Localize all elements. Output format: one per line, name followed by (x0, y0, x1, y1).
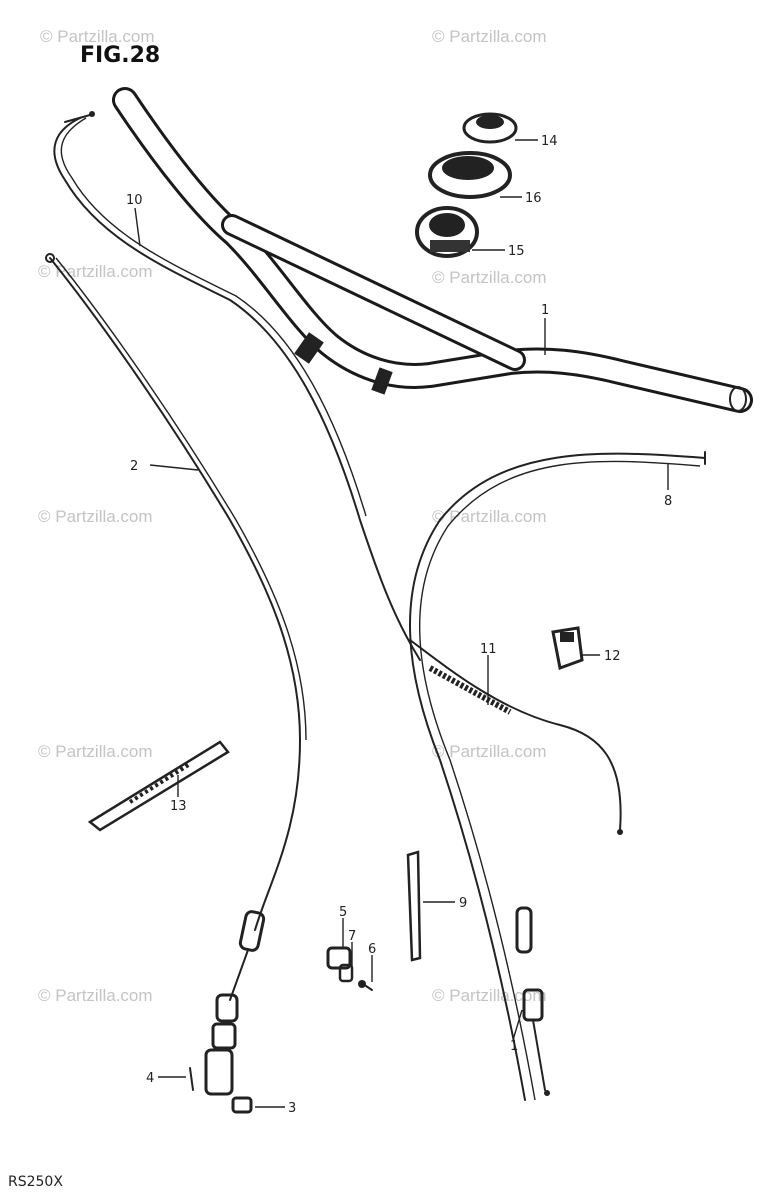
watermark: © Partzilla.com (38, 507, 153, 526)
bolt-and-pin (189, 1067, 253, 1114)
callout-6: 6 (368, 942, 376, 957)
leader-lines (134, 139, 669, 1108)
callout-2: 2 (130, 459, 138, 474)
model-code: RS250X (8, 1174, 63, 1190)
callout-10: 10 (126, 193, 143, 208)
throttle-housing (415, 112, 518, 258)
watermark: © Partzilla.com (38, 986, 153, 1005)
watermark: © Partzilla.com (40, 27, 155, 46)
callout-3: 3 (288, 1101, 296, 1116)
watermark: © Partzilla.com (38, 742, 153, 761)
oil-pump-cable (409, 639, 623, 835)
callout-12: 12 (604, 649, 621, 664)
handlebar (112, 87, 753, 413)
callout-13: 13 (170, 799, 187, 814)
figure-title: FIG.28 (80, 43, 160, 68)
watermarks: © Partzilla.com © Partzilla.com © Partzi… (38, 27, 547, 1005)
callout-1-lower: 1 (510, 1039, 518, 1054)
watermark: © Partzilla.com (432, 27, 547, 46)
callout-11: 11 (480, 642, 497, 657)
watermark: © Partzilla.com (432, 742, 547, 761)
band-13 (87, 740, 230, 832)
tie-9 (406, 850, 422, 962)
callout-1: 1 (541, 303, 549, 318)
callout-16: 16 (525, 191, 542, 206)
small-parts (326, 946, 373, 991)
throttle-cable (53, 111, 421, 661)
watermark: © Partzilla.com (38, 262, 153, 281)
callout-7: 7 (348, 929, 356, 944)
callout-4: 4 (146, 1071, 154, 1086)
callout-15: 15 (508, 244, 525, 259)
clamp-12 (551, 626, 584, 671)
callouts: 1 2 3 4 5 6 7 8 9 10 11 12 13 14 15 16 1 (126, 134, 672, 1116)
callout-9: 9 (459, 896, 467, 911)
callout-8: 8 (664, 494, 672, 509)
cable-2 (45, 253, 307, 1096)
watermark: © Partzilla.com (432, 268, 547, 287)
watermark: © Partzilla.com (432, 986, 547, 1005)
callout-14: 14 (541, 134, 558, 149)
callout-5: 5 (339, 905, 347, 920)
cable-8 (409, 451, 706, 1101)
